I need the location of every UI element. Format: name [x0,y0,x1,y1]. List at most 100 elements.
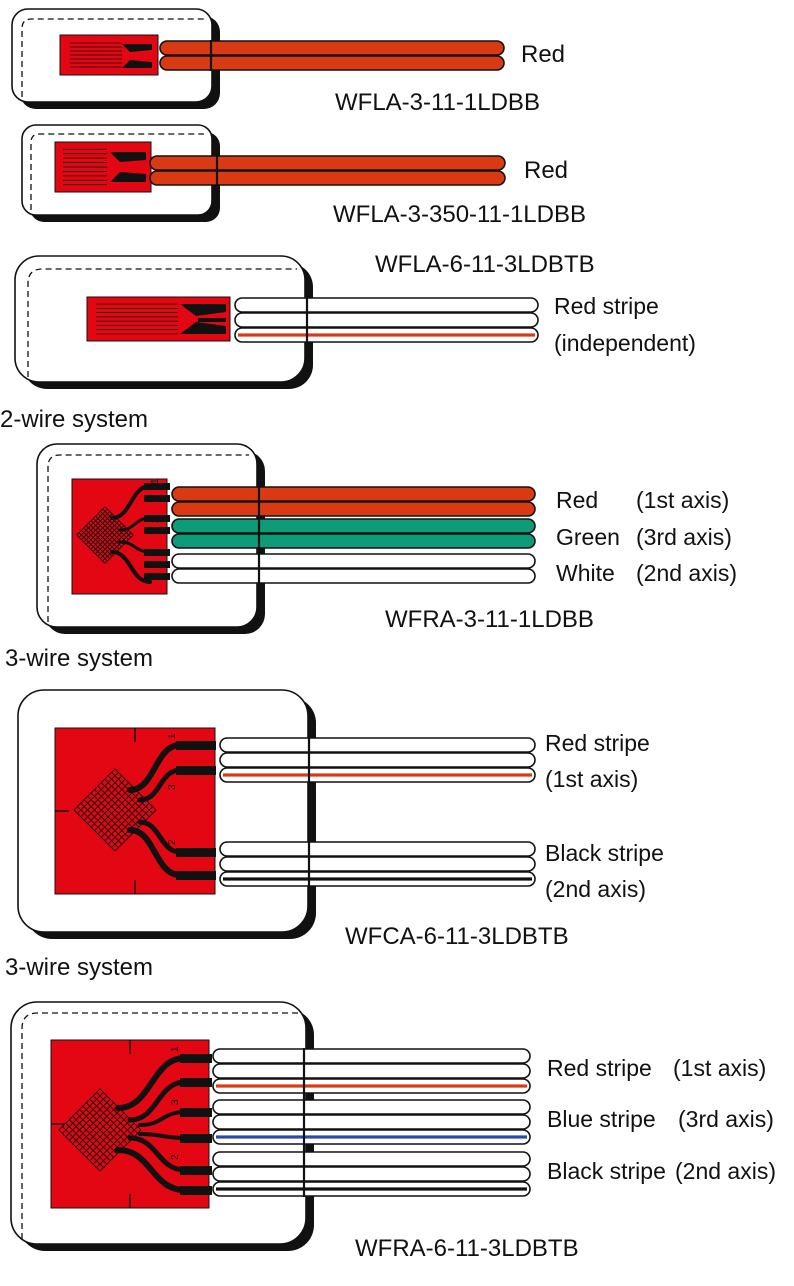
solder-tab [176,848,216,857]
wire [219,737,536,753]
grid-number: 3 [170,1099,181,1105]
wire-stripe [216,1135,527,1139]
g5-group2-line1: Black stripe [545,840,664,866]
solder-tab [144,561,170,568]
solder-tab [144,573,170,580]
g6-model-name: WFRA-6-11-3LDBTB [355,1235,579,1262]
gauge-tab [110,152,146,182]
solder-tab [180,1108,212,1117]
solder-tab [176,766,216,775]
wire [171,533,536,549]
section-label-2wire: 2-wire system [0,406,148,433]
card-dashed-outline [47,454,249,622]
g3-wire-label-line2: (independent) [554,330,696,356]
g3-model-name: WFLA-6-11-3LDBTB [375,251,595,278]
lead [115,1055,188,1111]
g5-model-name: WFCA-6-11-3LDBTB [345,923,569,950]
g2-wire-label: Red [524,157,568,184]
grid-number: 1 [167,733,178,739]
grid-line [76,534,106,564]
g4-axis3-axis: (2nd axis) [636,560,737,586]
grid-line [111,806,153,848]
grid-line [73,809,116,852]
grid-number: 1 [150,478,161,484]
solder-tab [176,741,216,750]
wire [212,1048,531,1064]
grid-number: 3 [167,784,178,790]
grid-number: 2 [167,839,178,845]
solder-tab [176,871,216,880]
wire [219,752,536,768]
wire [212,1166,531,1182]
lead [115,1147,188,1193]
wire [149,155,506,171]
gauge-tab [180,304,226,334]
g6-group1-name: Red stripe [547,1055,652,1081]
solder-tab [180,1134,212,1143]
wire [219,856,536,872]
wire [171,568,536,584]
lead [127,827,183,878]
g4-axis2-axis: (3rd axis) [636,524,732,550]
gauge-grid-pad [50,1039,210,1209]
gauge-tab [122,44,152,68]
grid-line [77,806,119,848]
rosette-grid [58,1088,142,1172]
lead [137,767,183,803]
g4-axis3-color: White [556,560,615,586]
grid-line [80,802,123,845]
lead [127,1135,188,1173]
card-dashed-outline [21,18,204,97]
lead [138,1110,187,1127]
section-label-3wire-1: 3-wire system [5,645,153,672]
grid-number: 2 [170,1154,181,1160]
gauge-4: 1 3 2 [36,443,536,634]
grid-line [104,534,134,564]
card-dashed-outline [21,1012,298,1239]
wire [212,1151,531,1167]
g1-model-name: WFLA-3-11-1LDBB [335,89,540,116]
g4-axis2-color: Green [556,524,620,550]
g5-group2-line2: (2nd axis) [545,876,646,902]
wire-stripe [238,333,535,337]
lead [127,1079,188,1123]
grid-line [96,1126,138,1168]
solder-tab [180,1186,212,1195]
grid-line [65,1122,108,1165]
g6-group1-axis: (1st axis) [673,1055,766,1081]
lead [110,550,152,584]
gauge-3 [14,255,539,389]
gauge-6: 132 [10,1001,531,1251]
rosette-grid [73,768,157,852]
grid-number: 2 [150,550,161,556]
lead [127,742,183,793]
lead [138,1132,187,1140]
card-dashed-outline [30,133,204,210]
g6-group2-name: Blue stripe [547,1106,656,1132]
g6-group3-axis: (2nd axis) [675,1158,776,1184]
section-label-3wire-2: 3-wire system [5,954,153,981]
wire [234,312,539,328]
g3-wire-label-line1: Red stripe [554,293,659,319]
g1-wire-label: Red [521,41,565,68]
wire [159,55,505,71]
gauge-2 [21,124,506,222]
wire [171,518,536,534]
g5-group1-line1: Red stripe [545,730,650,756]
g4-axis1-axis: (1st axis) [636,487,729,513]
wire [212,1063,531,1079]
g4-model-name: WFRA-3-11-1LDBB [385,606,594,633]
solder-tab [144,515,170,522]
wire [159,40,505,56]
grid-number: 3 [150,517,161,523]
g2-model-name: WFLA-3-350-11-1LDBB [333,201,586,228]
wire [219,841,536,857]
lead [137,819,183,855]
grid-line [58,1129,101,1172]
g6-group3-name: Black stripe [547,1158,666,1184]
rosette-grid [76,506,134,564]
wire [171,553,536,569]
wire [171,501,536,517]
